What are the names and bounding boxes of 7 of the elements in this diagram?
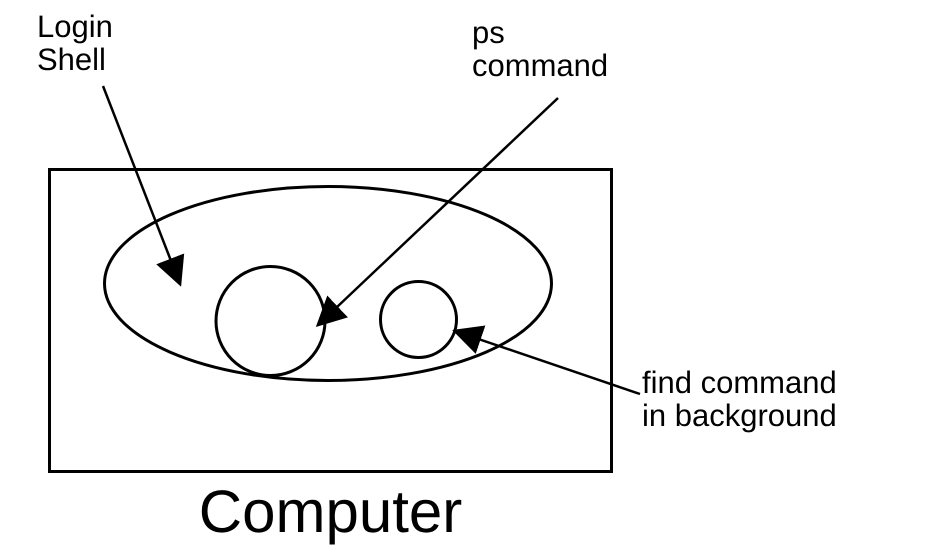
box-title: Computer xyxy=(198,480,464,545)
callout-text: ps command xyxy=(472,16,610,83)
leader-line xyxy=(102,86,184,287)
callout-text: Login Shell xyxy=(37,10,114,77)
leader-line xyxy=(316,97,559,328)
callout-text: find command in background xyxy=(642,366,838,433)
leader-line xyxy=(452,326,640,396)
